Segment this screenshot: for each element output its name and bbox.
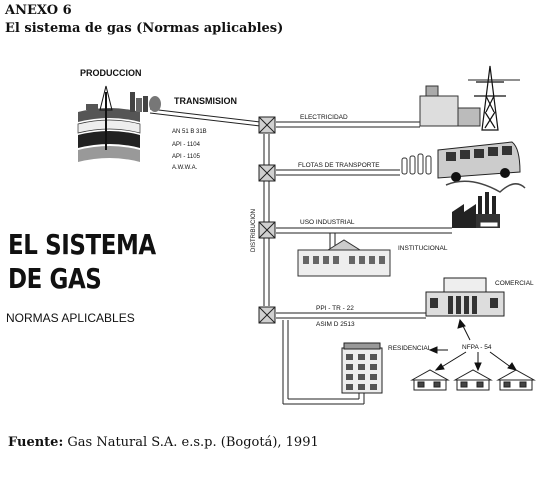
label-residencial: RESIDENCIAL	[388, 345, 432, 352]
annex-title: El sistema de gas (Normas aplicables)	[5, 21, 284, 36]
annex-number: ANEXO 6	[5, 3, 72, 18]
label-produccion: PRODUCCION	[80, 68, 142, 78]
label-distribucion: DISTRIBUCION	[251, 209, 257, 252]
apartment-building-icon	[341, 342, 383, 394]
factory-icon	[445, 180, 526, 228]
standard-2: API - 1105	[172, 154, 201, 160]
house-icon	[453, 369, 493, 391]
valve-residencial	[258, 306, 276, 324]
production-well-icon	[77, 85, 161, 162]
bus-icon	[437, 141, 521, 182]
houses-icon	[410, 369, 536, 391]
label-asim: ASIM D 2513	[316, 321, 355, 328]
transmission-tower-icon	[474, 65, 506, 131]
valve-boxes	[258, 116, 276, 324]
label-electricidad: ELECTRICIDAD	[300, 114, 348, 121]
label-institucional: INSTITUCIONAL	[398, 245, 448, 252]
valve-flotas	[258, 164, 276, 182]
house-icon	[410, 369, 450, 391]
source-text: Gas Natural S.A. e.s.p. (Bogotá), 1991	[67, 435, 319, 450]
valve-industrial	[258, 221, 276, 239]
label-ppi: PPI - TR - 22	[316, 305, 354, 312]
commercial-building-icon	[425, 277, 505, 317]
source-line: Fuente: Gas Natural S.A. e.s.p. (Bogotá)…	[8, 435, 319, 450]
standard-0: AN 51 B 31B	[172, 129, 207, 135]
valve-transmision	[258, 116, 276, 134]
standard-1: API - 1104	[172, 142, 201, 148]
standard-3: A.W.W.A.	[172, 165, 198, 171]
source-label: Fuente:	[8, 435, 64, 450]
pipeline-network	[149, 108, 452, 405]
label-transmision: TRANSMISION	[174, 96, 237, 106]
house-icon	[496, 369, 536, 391]
poster-title-line1: EL SISTEMA	[8, 228, 156, 261]
nfpa-arrows	[428, 318, 518, 372]
institutional-building-icon	[297, 239, 391, 277]
poster-subtitle: NORMAS APLICABLES	[6, 311, 135, 325]
power-plant-icon	[419, 79, 520, 127]
label-nfpa: NFPA - 54	[462, 344, 492, 351]
gas-cylinders-icon	[401, 153, 432, 175]
label-flotas: FLOTAS DE TRANSPORTE	[298, 162, 380, 169]
label-uso-industrial: USO INDUSTRIAL	[300, 219, 355, 226]
label-comercial: COMERCIAL	[495, 280, 534, 287]
poster-title-line2: DE GAS	[8, 262, 102, 295]
